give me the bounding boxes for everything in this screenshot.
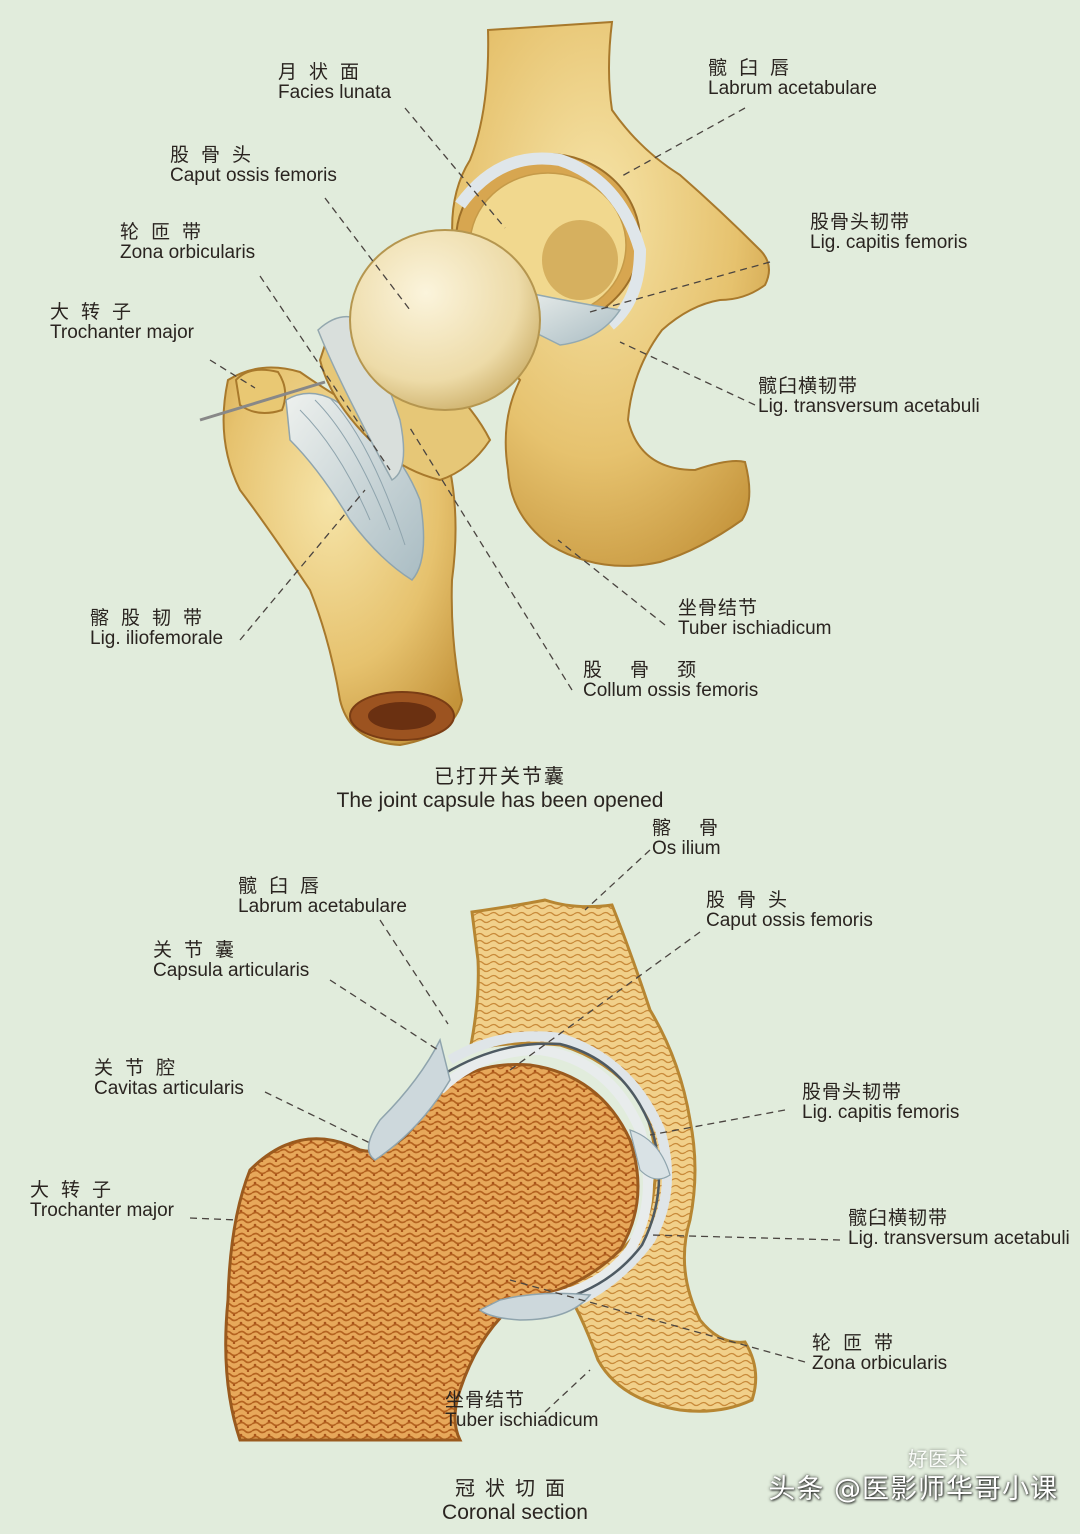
label-trochanter-major-2: 大转子 Trochanter major — [30, 1180, 174, 1221]
label-en: Os ilium — [652, 837, 721, 859]
top-femoral-head — [349, 229, 541, 411]
label-lig-transversum-acetabuli-2: 髋臼横韧带 Lig. transversum acetabuli — [848, 1208, 1080, 1249]
bottom-joint-cavity — [443, 1042, 661, 1302]
label-en: Trochanter major — [30, 1199, 174, 1221]
bottom-figure-drawing — [224, 898, 758, 1442]
label-cavitas-articularis: 关节腔 Cavitas articularis — [94, 1058, 244, 1099]
label-trochanter-major: 大转子 Trochanter major — [50, 302, 194, 343]
label-capsula-articularis: 关节囊 Capsula articularis — [153, 940, 309, 981]
label-caput-ossis-femoris-2: 股骨头 Caput ossis femoris — [706, 890, 873, 931]
label-en: Caput ossis femoris — [706, 909, 873, 931]
label-zh: 关节腔 — [94, 1057, 188, 1079]
caption-en: Coronal section — [442, 1501, 588, 1524]
label-en: Labrum acetabulare — [708, 77, 877, 99]
label-zh: 髋臼唇 — [708, 57, 802, 79]
leader-lines — [189, 107, 841, 1413]
label-facies-lunata: 月状面 Facies lunata — [278, 62, 391, 103]
label-zona-orbicularis: 轮匝带 Zona orbicularis — [120, 222, 255, 263]
label-zh: 股骨头 — [706, 889, 800, 911]
label-zona-orbicularis-2: 轮匝带 Zona orbicularis — [812, 1333, 947, 1374]
label-zh: 坐骨结节 — [678, 597, 759, 619]
label-zh: 股骨头韧带 — [810, 211, 911, 233]
label-zh: 月状面 — [278, 61, 372, 83]
label-zh: 股骨头 — [170, 144, 264, 166]
label-en: Caput ossis femoris — [170, 164, 337, 186]
label-en: Lig. capitis femoris — [810, 231, 968, 253]
label-en: Capsula articularis — [153, 959, 310, 981]
label-zh: 髋臼横韧带 — [758, 375, 859, 397]
label-lig-capitis-femoris: 股骨头韧带 Lig. capitis femoris — [810, 212, 967, 253]
label-zh: 关节囊 — [153, 939, 247, 961]
top-probe — [199, 380, 326, 422]
label-en: Lig. capitis femoris — [802, 1101, 960, 1123]
label-zh: 髂骨 — [652, 817, 747, 839]
top-caption: 已打开关节囊 The joint capsule has been opened — [300, 760, 700, 813]
label-zh: 大转子 — [50, 301, 144, 323]
label-labrum-acetabulare-2: 髋臼唇 Labrum acetabulare — [238, 876, 407, 917]
label-tuber-ischiadicum: 坐骨结节 Tuber ischiadicum — [678, 598, 831, 639]
label-en: Trochanter major — [50, 321, 194, 343]
label-zh: 髋臼横韧带 — [848, 1208, 949, 1229]
label-en: Tuber ischiadicum — [678, 617, 832, 639]
caption-zh: 已打开关节囊 — [434, 764, 566, 788]
label-zh: 大转子 — [30, 1179, 124, 1201]
label-zh: 髂股韧带 — [90, 607, 215, 629]
label-en: Lig. transversum acetabuli — [848, 1227, 1070, 1249]
label-zh: 轮匝带 — [120, 221, 214, 243]
label-zh: 髋臼唇 — [238, 875, 332, 897]
label-lig-transversum-acetabuli: 髋臼横韧带 Lig. transversum acetabuli — [758, 376, 980, 417]
caption-zh: 冠状切面 — [455, 1476, 575, 1500]
label-en: Collum ossis femoris — [583, 679, 759, 701]
label-os-ilium: 髂骨 Os ilium — [652, 818, 746, 859]
label-tuber-ischiadicum-2: 坐骨结节 Tuber ischiadicum — [445, 1390, 598, 1431]
label-collum-ossis-femoris: 股骨颈 Collum ossis femoris — [583, 660, 758, 701]
label-en: Labrum acetabulare — [238, 895, 407, 917]
top-figure-drawing — [199, 20, 770, 747]
label-caput-ossis-femoris: 股骨头 Caput ossis femoris — [170, 145, 337, 186]
watermark-text: 头条 @医影师华哥小课 — [768, 1474, 1058, 1505]
bottom-lig-capitis — [629, 1129, 671, 1180]
watermark-logo: 好医术 — [908, 1449, 968, 1471]
bottom-caption: 冠状切面 Coronal section — [360, 1472, 670, 1525]
label-zh: 坐骨结节 — [445, 1389, 526, 1411]
label-en: Cavitas articularis — [94, 1077, 244, 1099]
label-en: Lig. transversum acetabuli — [758, 395, 980, 417]
caption-en: The joint capsule has been opened — [336, 789, 664, 812]
label-en: Facies lunata — [278, 81, 392, 103]
label-zh: 股骨颈 — [583, 659, 725, 681]
top-labrum — [455, 152, 647, 330]
bottom-head-cartilage — [436, 1044, 653, 1305]
label-zh: 股骨头韧带 — [802, 1081, 903, 1103]
label-zh: 轮匝带 — [812, 1332, 906, 1354]
label-en: Lig. iliofemorale — [90, 627, 224, 649]
label-lig-iliofemorale: 髂股韧带 Lig. iliofemorale — [90, 608, 223, 649]
bottom-capsule — [367, 1037, 451, 1161]
label-en: Tuber ischiadicum — [445, 1409, 599, 1431]
label-lig-capitis-femoris-2: 股骨头韧带 Lig. capitis femoris — [802, 1082, 959, 1123]
label-labrum-acetabulare: 髋臼唇 Labrum acetabulare — [708, 58, 877, 99]
bottom-acetabular-cartilage — [447, 1031, 673, 1305]
label-en: Zona orbicularis — [120, 241, 256, 263]
label-en: Zona orbicularis — [812, 1352, 948, 1374]
